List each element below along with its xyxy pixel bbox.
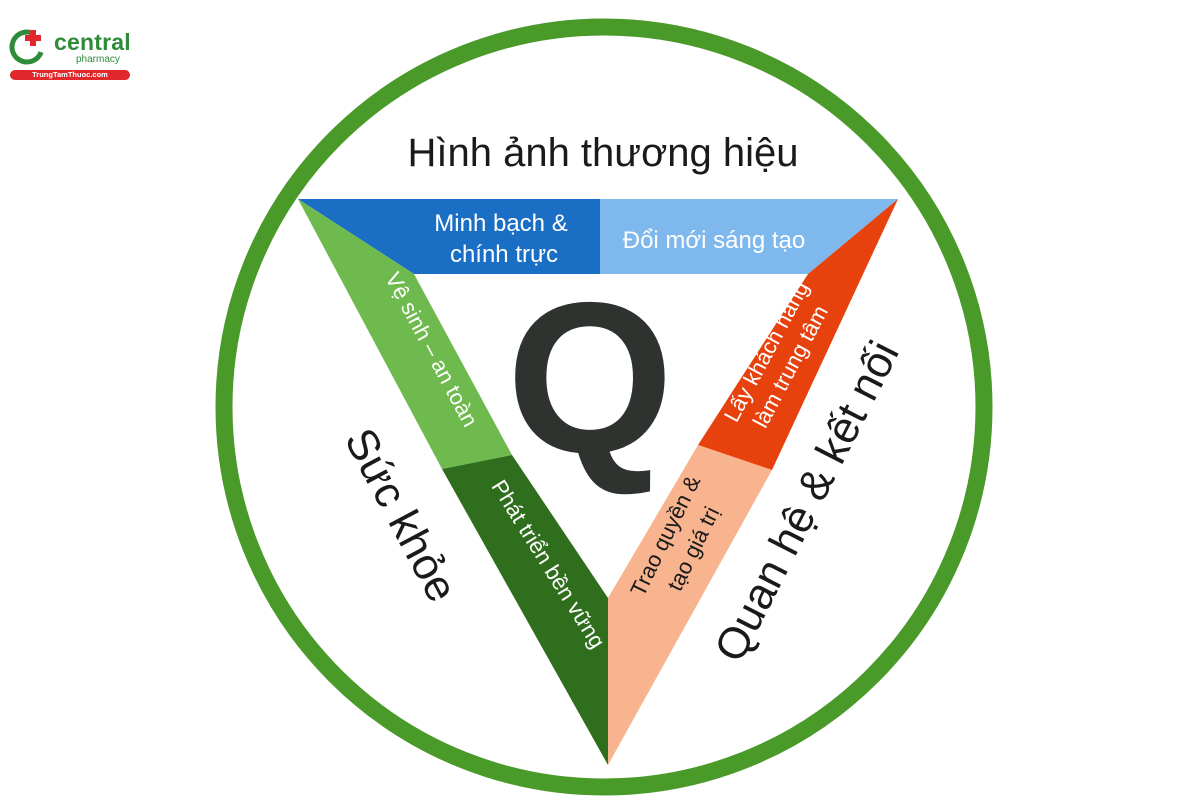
label-transparency-line2: chính trực [450, 241, 558, 268]
label-transparency-line1: Minh bạch & [434, 210, 567, 237]
segment-right-upper [698, 199, 898, 470]
segment-left-upper [298, 199, 512, 469]
outer-ring [215, 18, 993, 796]
segment-top-right [600, 199, 898, 274]
segment-top-left [298, 199, 600, 274]
brand-name: central [54, 29, 131, 55]
segment-right-lower [608, 445, 772, 765]
brand-logo: central pharmacy TrungTamThuoc.com [6, 22, 131, 82]
center-letter: Q [506, 257, 673, 498]
label-brand-image: Hình ảnh thương hiệu [407, 131, 798, 175]
brand-subtitle: pharmacy [76, 54, 120, 65]
brand-url: TrungTamThuoc.com [10, 70, 130, 80]
central-pharmacy-logo-icon [9, 29, 45, 65]
label-innovation: Đổi mới sáng tạo [623, 227, 805, 254]
segment-left-lower [442, 455, 608, 765]
